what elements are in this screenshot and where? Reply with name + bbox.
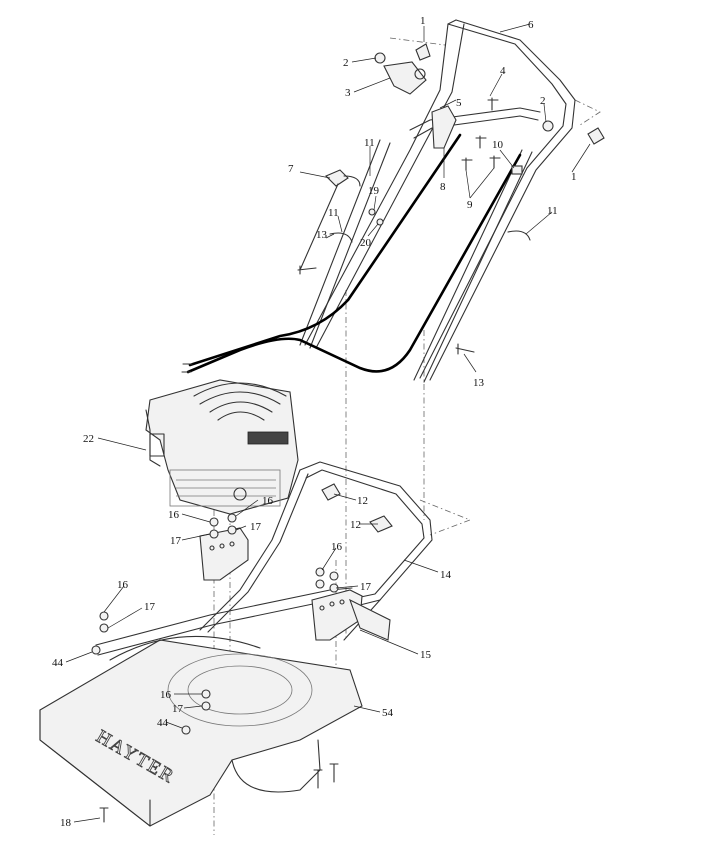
label-part-17-left: 17	[170, 535, 182, 547]
part-labels: 1 6 2 4 3 5 2 11 10 7 1 8 19 9 11 11 13 …	[52, 15, 577, 829]
label-part-15: 15	[420, 649, 432, 661]
label-part-11-left: 11	[364, 137, 375, 149]
label-part-44-left: 44	[52, 657, 64, 669]
control-cables	[181, 133, 522, 374]
upper-handle	[304, 19, 576, 381]
label-part-9: 9	[467, 199, 473, 211]
label-part-4: 4	[500, 65, 506, 77]
label-part-14: 14	[440, 569, 452, 581]
label-part-12-top: 12	[357, 495, 368, 507]
label-part-20: 20	[360, 237, 372, 249]
leader-lines	[65, 23, 591, 823]
label-part-16-right: 16	[262, 495, 274, 507]
label-part-54: 54	[382, 707, 394, 719]
label-part-16-far-left: 16	[117, 579, 129, 591]
label-part-12-bottom: 12	[350, 519, 361, 531]
mower-deck: HAYTER	[39, 635, 363, 827]
label-part-11-right: 11	[547, 205, 558, 217]
label-part-18: 18	[60, 817, 72, 829]
lower-handle	[199, 461, 433, 641]
label-part-17-bottom: 17	[172, 703, 184, 715]
label-part-17-far-left: 17	[144, 601, 156, 613]
label-part-3: 3	[345, 87, 351, 99]
label-part-7: 7	[288, 163, 294, 175]
label-part-16-bottom: 16	[160, 689, 172, 701]
label-part-11-mid: 11	[328, 207, 339, 219]
label-part-1-top: 1	[420, 15, 426, 27]
label-part-13-right: 13	[473, 377, 485, 389]
label-part-2-left: 2	[343, 57, 349, 69]
label-part-10: 10	[492, 139, 504, 151]
engine	[145, 379, 299, 515]
label-part-22: 22	[83, 433, 94, 445]
label-part-6: 6	[528, 19, 534, 31]
label-part-2-right: 2	[540, 95, 546, 107]
label-part-19: 19	[368, 185, 380, 197]
brackets	[199, 527, 391, 641]
fasteners	[91, 43, 605, 823]
label-part-16-left: 16	[168, 509, 180, 521]
label-part-17-right: 17	[250, 521, 262, 533]
label-part-1-right: 1	[571, 171, 577, 183]
label-part-16-mid: 16	[331, 541, 343, 553]
label-part-44-bottom: 44	[157, 717, 169, 729]
label-part-8: 8	[440, 181, 446, 193]
label-part-13-left: 13	[316, 229, 328, 241]
label-part-5: 5	[456, 97, 462, 109]
label-part-17-mid: 17	[360, 581, 372, 593]
